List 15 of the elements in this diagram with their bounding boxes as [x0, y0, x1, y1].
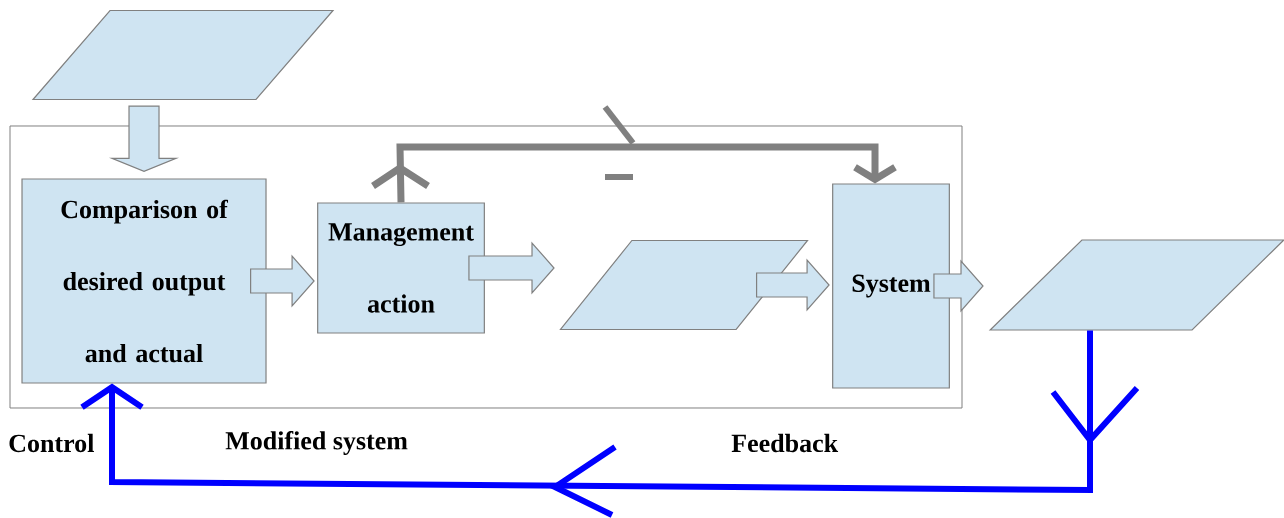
boundary-frame [9, 125, 963, 409]
block-arrow [756, 258, 830, 312]
process-box: System [832, 183, 950, 389]
process-box: Comparison of desired output and actual [21, 178, 267, 384]
block-arrow [250, 254, 315, 308]
text-label: Feedback [731, 433, 839, 453]
process-box: Management action [317, 202, 485, 334]
block-arrow [468, 241, 555, 295]
text-label: Control [9, 433, 94, 453]
text-label: Modified system [225, 431, 408, 455]
arrow [371, 143, 897, 203]
block-arrow [108, 105, 180, 173]
data-parallelogram [559, 239, 809, 331]
arrow [80, 330, 1140, 518]
block-arrow [933, 259, 984, 313]
